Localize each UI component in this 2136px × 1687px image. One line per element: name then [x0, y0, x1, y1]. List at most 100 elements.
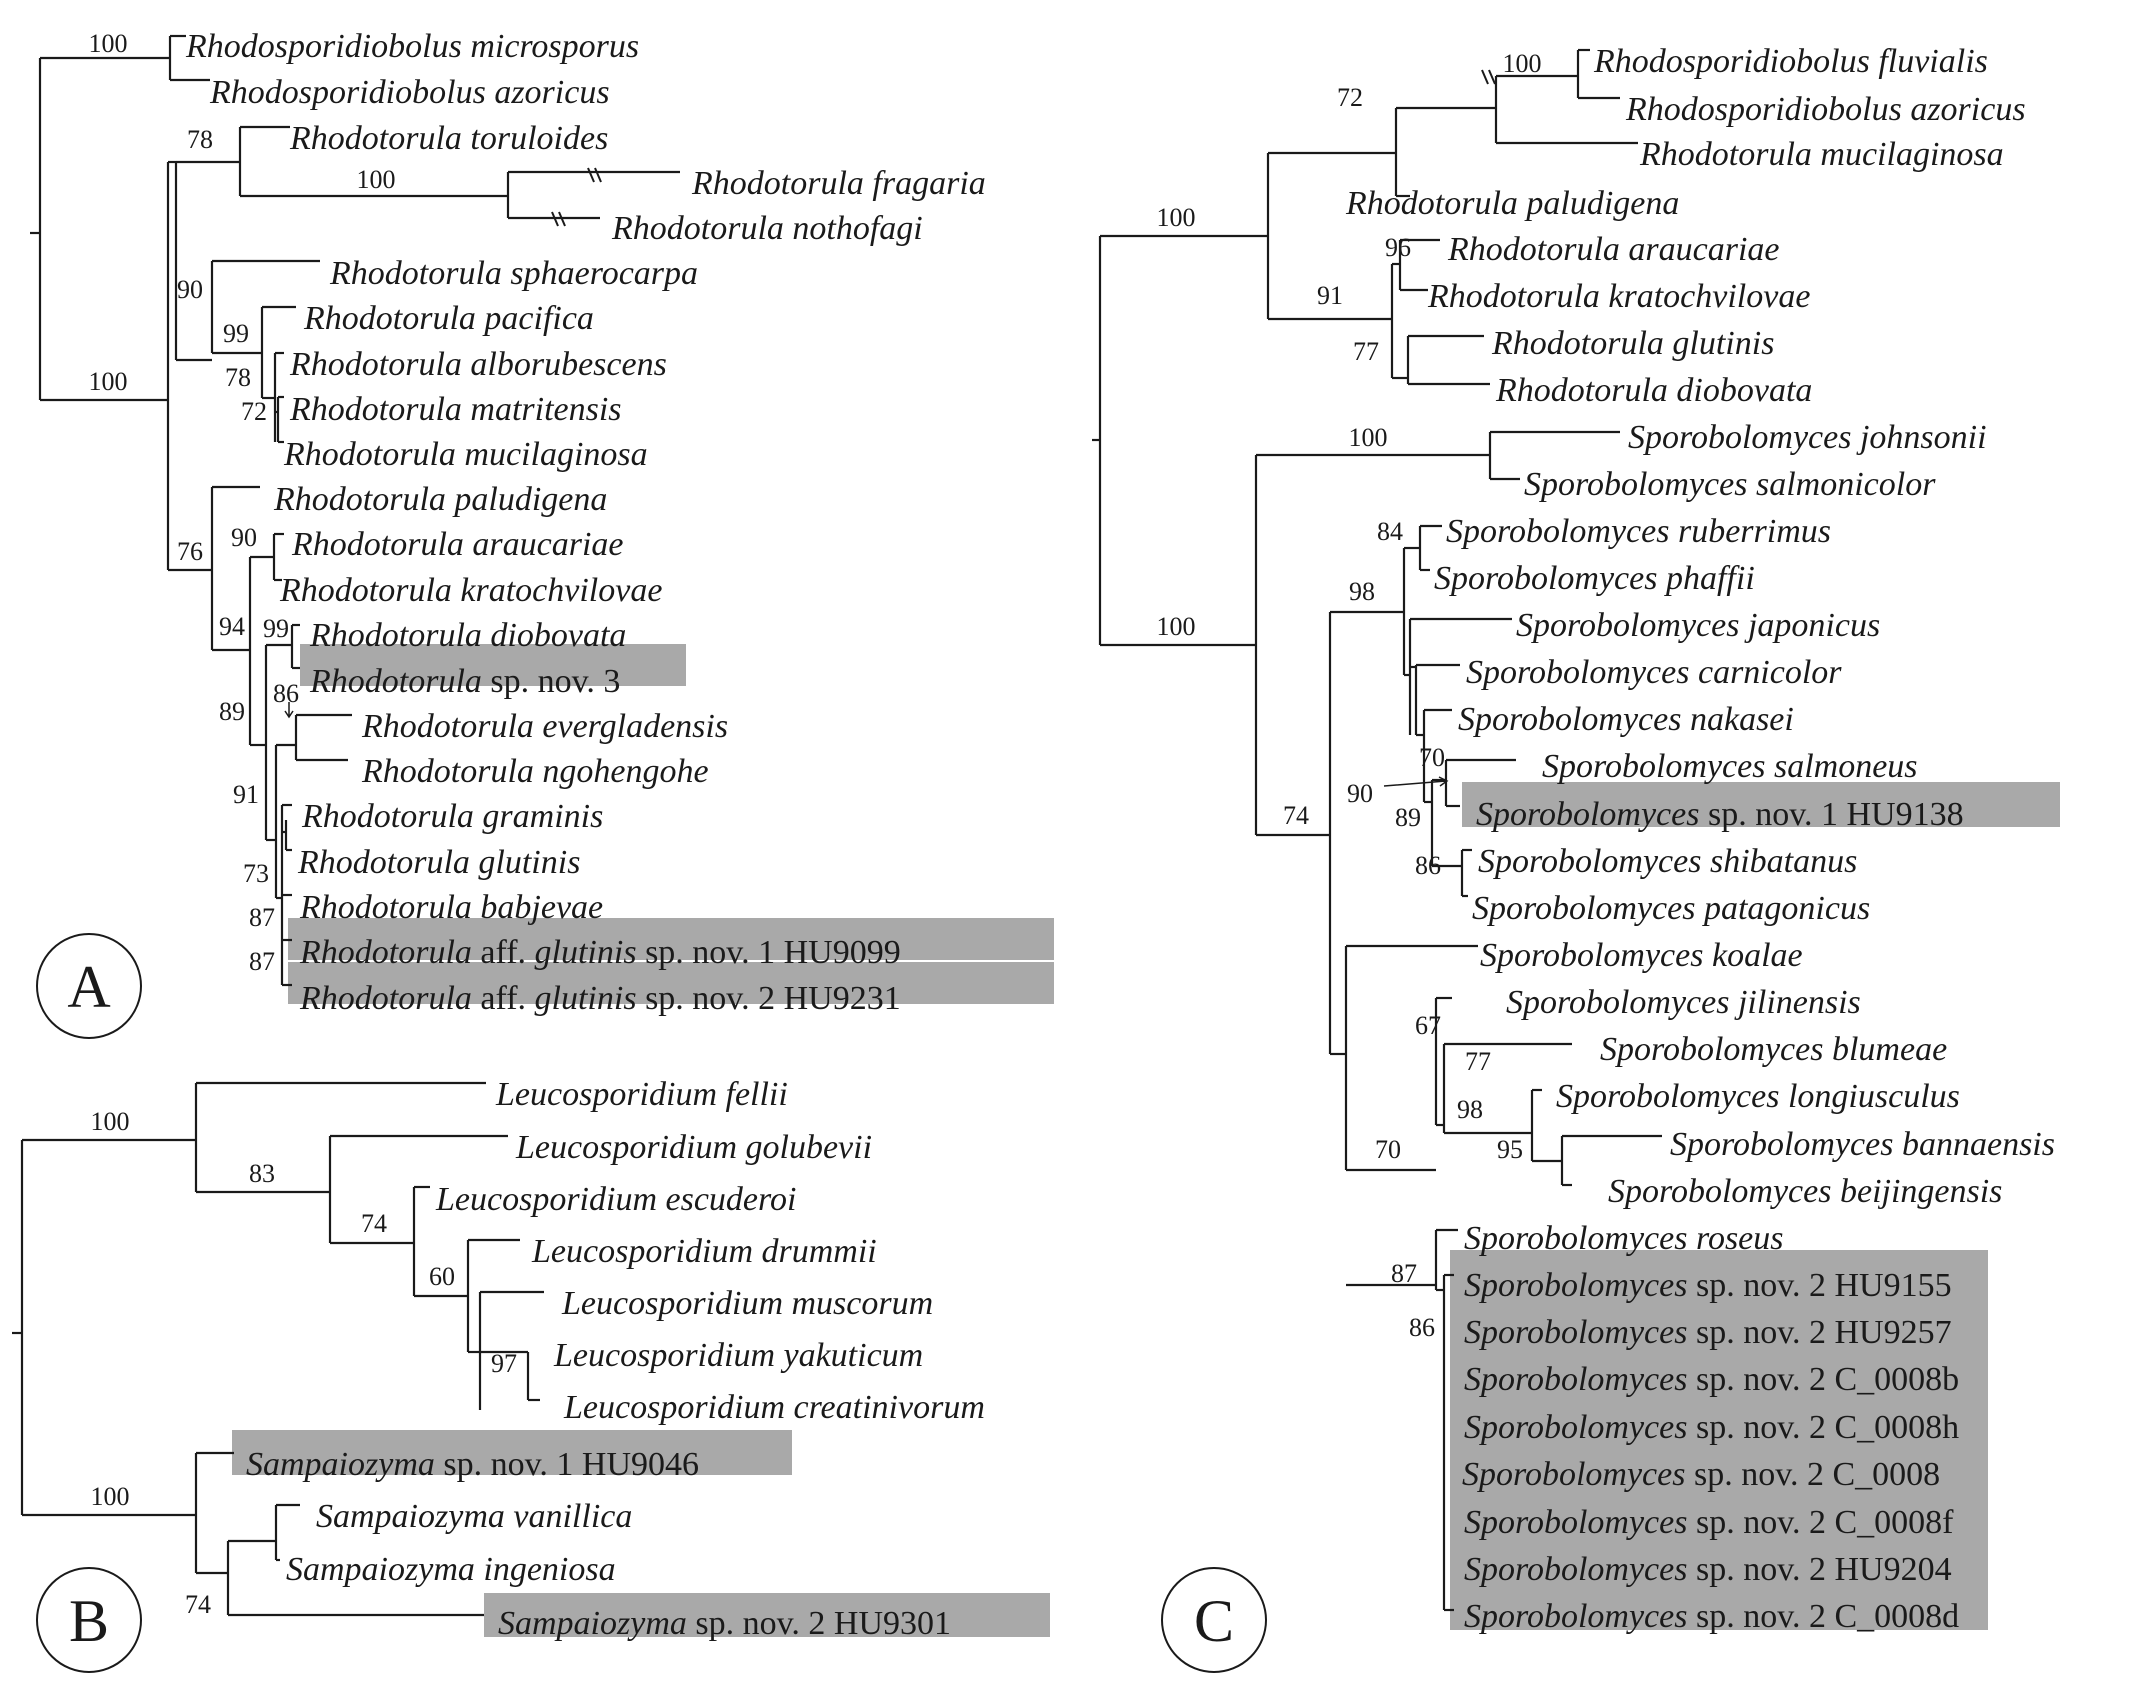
highlight-box: [288, 918, 1054, 960]
taxon-epithet: escuderoi: [657, 1181, 796, 1218]
taxon-label: Sporobolomyces carnicolor: [1466, 654, 1842, 691]
pointer-arrow: [284, 702, 294, 719]
taxon-genus: Sporobolomyces: [1600, 1031, 1823, 1068]
taxon-genus: Rhodotorula: [1491, 325, 1664, 362]
taxon-epithet: ruberrimus: [1669, 513, 1831, 550]
taxon-epithet: sp. nov. 2 HU9301: [687, 1605, 951, 1642]
taxon-genus: Leucosporidium: [531, 1233, 753, 1270]
taxon-epithet: babjevae: [472, 889, 603, 926]
taxon-epithet: ngohengohe: [534, 753, 709, 790]
taxon-label: Leucosporidium fellii: [495, 1076, 788, 1113]
taxon-epithet: sp. nov. 2 C_0008d: [1687, 1598, 1959, 1635]
taxon-genus: Rhodotorula: [309, 617, 482, 654]
bootstrap-value: 100: [91, 1107, 130, 1136]
taxon-epithet: ingeniosa: [475, 1551, 616, 1588]
taxon-genus: Rhodotorula: [301, 798, 474, 835]
taxon-genus: Sporobolomyces: [1524, 466, 1747, 503]
taxon-genus: Leucosporidium: [435, 1181, 657, 1218]
taxon-label: Rhodotorula paludigena: [1345, 185, 1679, 222]
bootstrap-value: 77: [1353, 337, 1379, 366]
bootstrap-value: 74: [185, 1590, 211, 1619]
bootstrap-value: 86: [1415, 851, 1441, 880]
taxon-epithet: pacifica: [476, 300, 594, 337]
branch-break-mark: [551, 211, 559, 227]
taxon-genus: Rhodotorula: [1495, 372, 1668, 409]
branch-break-mark: [594, 167, 602, 183]
bootstrap-value: 67: [1415, 1011, 1441, 1040]
taxon-epithet: sphaerocarpa: [502, 255, 698, 292]
taxon-genus: Rhodosporidiobolus: [1593, 43, 1870, 80]
taxon-genus: Rhodotorula: [289, 391, 462, 428]
bootstrap-value: 84: [1377, 517, 1403, 546]
taxon-genus: Sporobolomyces: [1542, 748, 1765, 785]
taxon-genus: Sporobolomyces: [1506, 984, 1729, 1021]
taxon-genus: Sporobolomyces: [1464, 1314, 1687, 1351]
taxon-epithet: araucariae: [464, 526, 624, 563]
taxon-label: Leucosporidium drummii: [531, 1233, 877, 1270]
bootstrap-value: 83: [249, 1159, 275, 1188]
taxon-label: Rhodotorula babjevae: [299, 889, 603, 926]
taxon-epithet: shibatanus: [1701, 843, 1857, 880]
taxon-epithet: sp. nov. 2 C_0008h: [1687, 1409, 1959, 1446]
taxon-label: Sporobolomyces johnsonii: [1628, 419, 1987, 456]
taxon-genus: Leucosporidium: [553, 1337, 775, 1374]
taxon-label: Rhodotorula araucariae: [291, 526, 624, 563]
taxon-genus: Sampaiozyma: [286, 1551, 475, 1588]
branch-break-mark: [558, 211, 566, 227]
bootstrap-value: 96: [1385, 233, 1411, 262]
taxon-genus: Sporobolomyces: [1458, 701, 1681, 738]
taxon-label: Rhodotorula araucariae: [1447, 231, 1780, 268]
taxon-epithet: sp. nov. 1 HU9046: [435, 1446, 699, 1483]
taxon-label: Sporobolomyces roseus: [1464, 1220, 1784, 1257]
support-values: 1007210096917710010084987090898674677798…: [1157, 49, 1542, 1342]
taxon-epithet: sp. nov. 1 HU9138: [1699, 796, 1963, 833]
taxon-epithet: sp. nov. 2 HU9155: [1687, 1267, 1951, 1304]
taxon-label: Leucosporidium muscorum: [561, 1285, 933, 1322]
taxon-label: Sampaiozyma vanillica: [316, 1498, 632, 1535]
taxon-epithet: kratochvilovae: [452, 572, 663, 609]
taxon-epithet: patagonicus: [1695, 890, 1870, 927]
taxon-label: Sporobolomyces koalae: [1480, 937, 1803, 974]
taxon-epithet: nothofagi: [784, 210, 923, 247]
taxon-genus: Sporobolomyces: [1516, 607, 1739, 644]
taxon-genus: Leucosporidium: [563, 1389, 785, 1426]
taxon-epithet: paludigena: [1518, 185, 1679, 222]
taxon-epithet: phaffii: [1657, 560, 1754, 597]
taxon-genus: Sampaiozyma: [498, 1605, 687, 1642]
taxon-genus: Rhodotorula: [297, 844, 470, 881]
taxon-epithet: azoricus: [486, 74, 610, 111]
taxon-epithet: japonicus: [1739, 607, 1880, 644]
taxon-epithet: blumeae: [1823, 1031, 1947, 1068]
taxon-genus: Sporobolomyces: [1464, 1361, 1687, 1398]
taxon-genus: Rhodotorula: [329, 255, 502, 292]
taxon-label: Rhodotorula nothofagi: [611, 210, 923, 247]
taxon-epithet: longiusculus: [1779, 1078, 1959, 1115]
panel-label: C: [1194, 1588, 1234, 1654]
taxon-genus: Sporobolomyces: [1464, 1409, 1687, 1446]
taxon-label: Sporobolomyces jilinensis: [1506, 984, 1861, 1021]
taxon-epithet: glutinis: [470, 844, 581, 881]
taxon-genus: Sporobolomyces: [1464, 1504, 1687, 1541]
taxon-label: Leucosporidium creatinivorum: [563, 1389, 985, 1426]
taxon-epithet: mucilaginosa: [1812, 136, 2004, 173]
bootstrap-value: 78: [187, 125, 213, 154]
taxon-genus: Sporobolomyces: [1466, 654, 1689, 691]
tree-branches: [30, 34, 680, 987]
bootstrap-value: 100: [1503, 49, 1542, 78]
taxon-genus: Sporobolomyces: [1464, 1267, 1687, 1304]
taxon-genus: Sporobolomyces: [1446, 513, 1669, 550]
branch-break-mark: [1481, 69, 1489, 85]
bootstrap-value: 97: [491, 1349, 517, 1378]
panel-a-tree: Rhodosporidiobolus microsporusRhodospori…: [30, 28, 1054, 1039]
taxon-label: Sampaiozyma sp. nov. 2 HU9301: [498, 1605, 951, 1642]
taxon-label: Sampaiozyma ingeniosa: [286, 1551, 616, 1588]
taxon-genus: Sporobolomyces: [1476, 796, 1699, 833]
taxon-label: Rhodotorula sp. nov. 3: [309, 663, 620, 700]
bootstrap-value: 94: [219, 612, 245, 641]
bootstrap-value: 91: [1317, 281, 1343, 310]
taxon-genus: Sampaiozyma: [246, 1446, 435, 1483]
taxon-label: Sporobolomyces ruberrimus: [1446, 513, 1831, 550]
taxon-label: Rhodotorula diobovata: [309, 617, 626, 654]
